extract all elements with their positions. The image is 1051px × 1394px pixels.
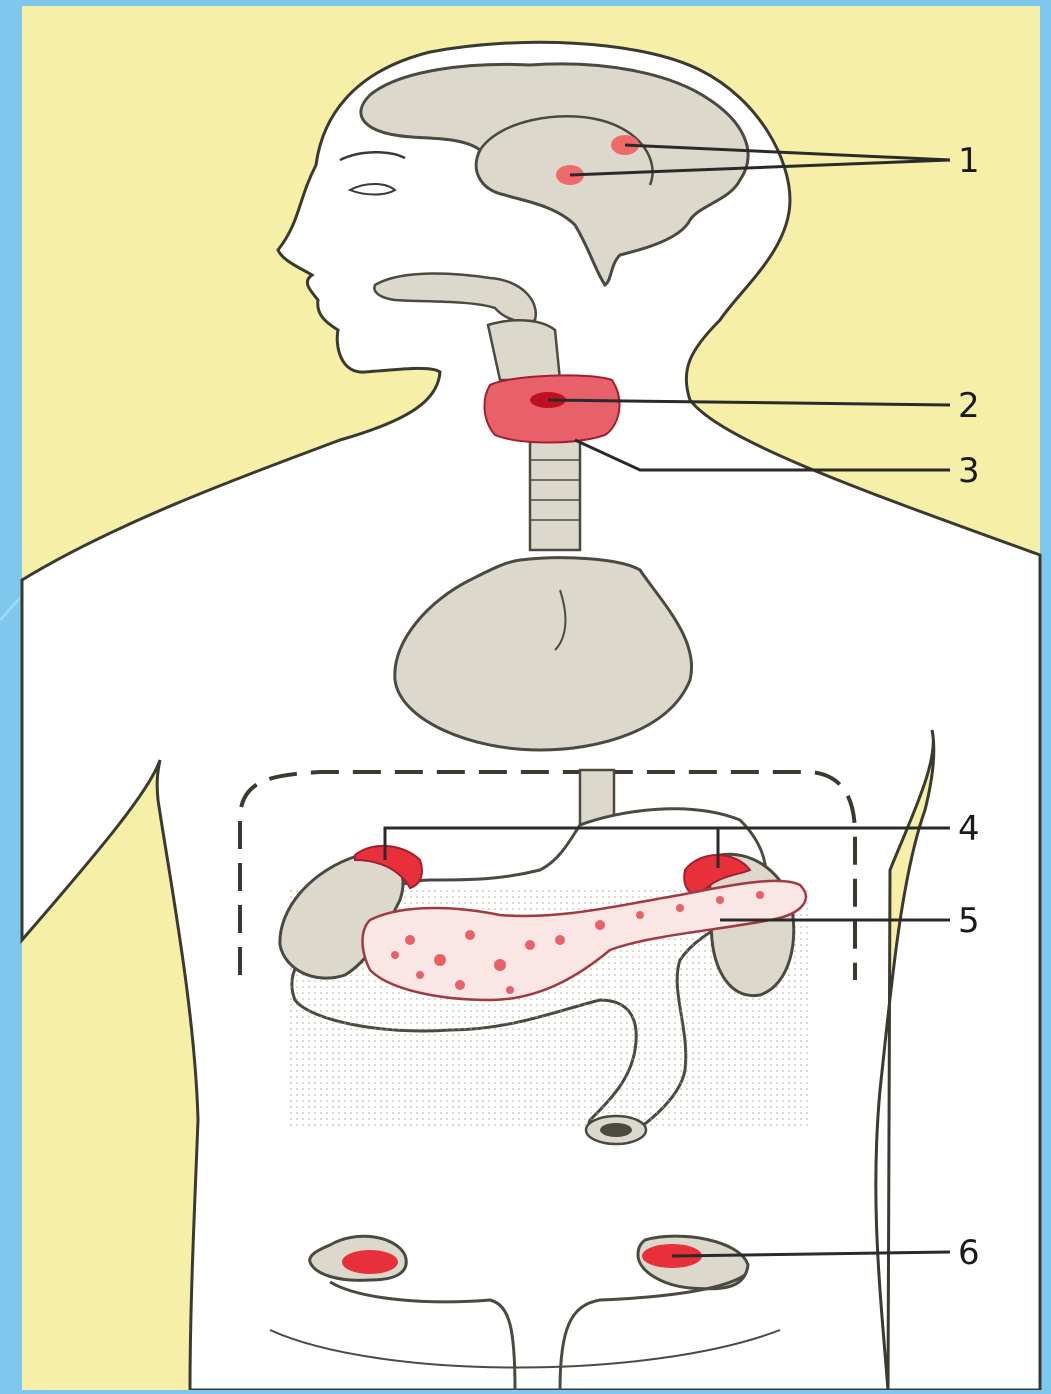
label-5: 5 — [958, 901, 980, 941]
label-3: 3 — [958, 451, 980, 491]
lower-left-gland — [342, 1250, 398, 1274]
label-4: 4 — [958, 809, 980, 849]
label-2: 2 — [958, 386, 980, 426]
label-1: 1 — [958, 141, 980, 181]
intestine-lumen — [600, 1123, 632, 1137]
larynx — [488, 320, 560, 380]
label-6: 6 — [958, 1233, 980, 1273]
thyroid-gland — [485, 375, 620, 442]
trachea — [530, 440, 580, 550]
